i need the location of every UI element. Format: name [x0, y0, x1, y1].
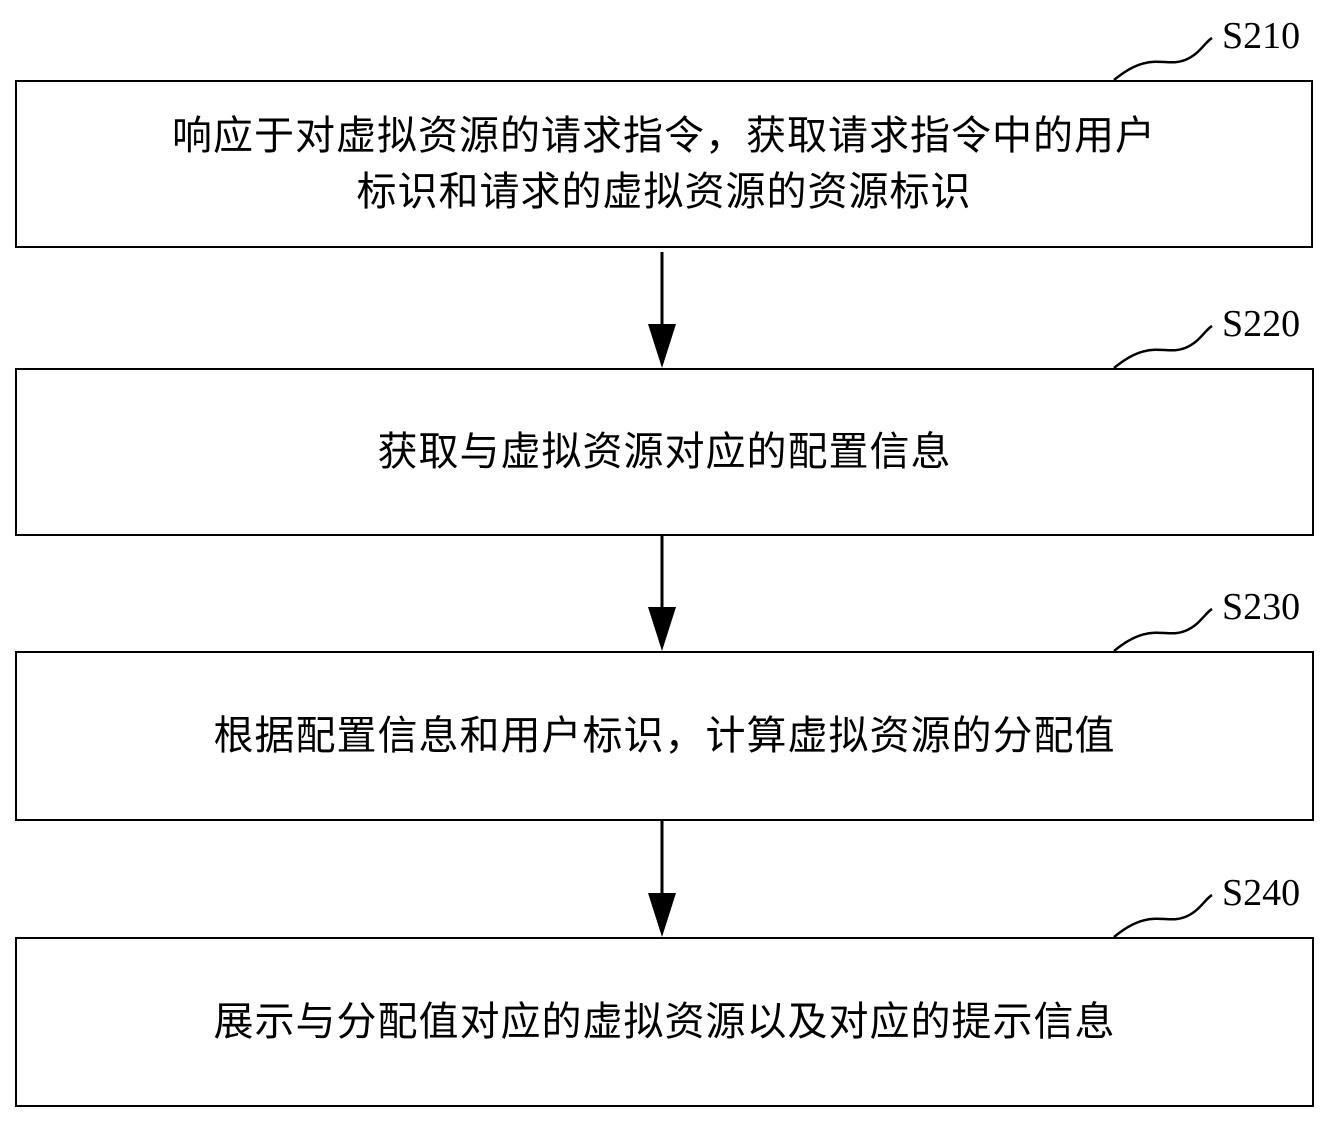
step-text-s240: 展示与分配值对应的虚拟资源以及对应的提示信息 — [213, 999, 1116, 1045]
step-text-s230: 根据配置信息和用户标识，计算虚拟资源的分配值 — [213, 713, 1116, 759]
step-label-s240: S240 — [1222, 872, 1301, 914]
arrow-s210-s220 — [648, 252, 676, 368]
label-leader-s230 — [1113, 607, 1213, 652]
step-text-s220: 获取与虚拟资源对应的配置信息 — [377, 429, 952, 475]
arrow-s230-s240 — [648, 821, 676, 937]
step-box-s220: 获取与虚拟资源对应的配置信息 — [15, 368, 1314, 536]
step-text-s210: 响应于对虚拟资源的请求指令，获取请求指令中的用户 标识和请求的虚拟资源的资源标识 — [172, 113, 1156, 215]
step-box-s240: 展示与分配值对应的虚拟资源以及对应的提示信息 — [15, 937, 1314, 1107]
step-label-s230: S230 — [1222, 586, 1301, 628]
label-leader-s210 — [1113, 36, 1213, 81]
step-box-s210: 响应于对虚拟资源的请求指令，获取请求指令中的用户 标识和请求的虚拟资源的资源标识 — [15, 80, 1313, 248]
step-label-s210: S210 — [1222, 15, 1301, 57]
label-leader-s220 — [1113, 324, 1213, 369]
label-leader-s240 — [1113, 893, 1213, 938]
step-box-s230: 根据配置信息和用户标识，计算虚拟资源的分配值 — [15, 651, 1314, 821]
arrow-s220-s230 — [648, 536, 676, 651]
step-label-s220: S220 — [1222, 303, 1301, 345]
